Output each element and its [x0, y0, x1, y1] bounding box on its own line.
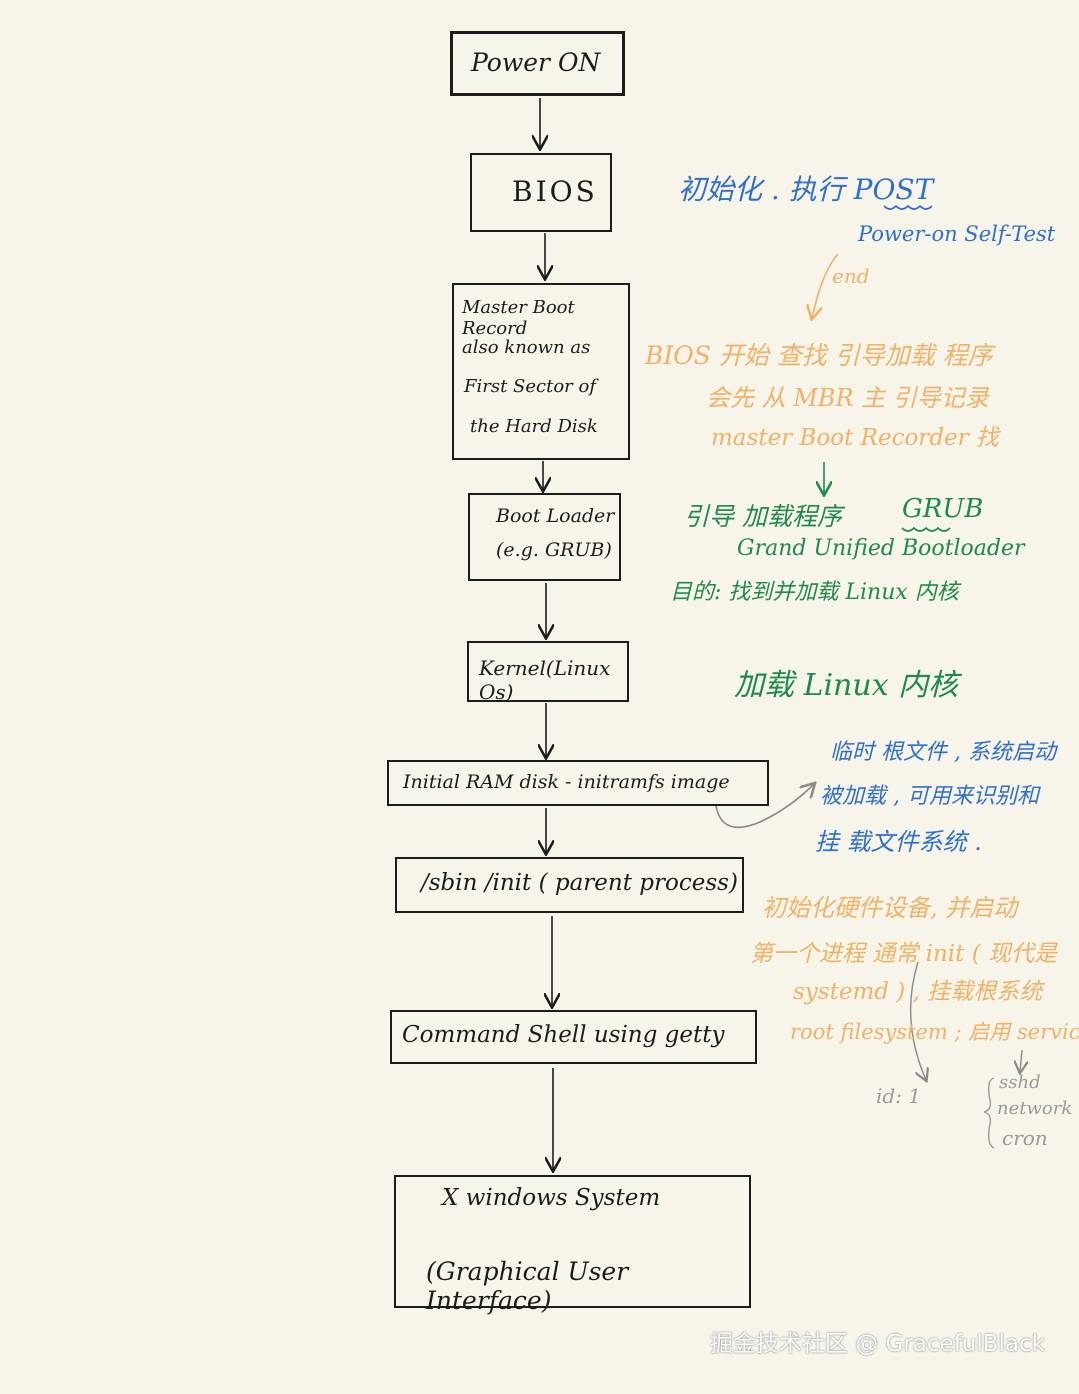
power-on-label: Power ON — [471, 48, 601, 77]
kernel-load-note: 加载 Linux 内核 — [734, 668, 959, 703]
mbr-box: Master Boot Record also known as First S… — [452, 283, 630, 460]
mbr-line-2: also known as — [462, 337, 591, 358]
initramfs-note-line-2: 被加载 , 可用来识别和 — [820, 784, 1039, 809]
initramfs-label: Initial RAM disk - initramfs image — [403, 771, 730, 793]
service-sshd: sshd — [999, 1072, 1041, 1093]
bios-search-line-1: BIOS 开始 查找 引导加载 程序 — [645, 341, 993, 370]
init-note-line-2: 第一个进程 通常 init ( 现代是 — [750, 941, 1057, 967]
grub-underline — [901, 526, 951, 532]
kernel-box: Kernel(Linux Os) — [467, 641, 629, 704]
command-shell-label: Command Shell using getty — [402, 1022, 725, 1048]
init-note-line-3: systemd ) , 挂载根系统 — [793, 979, 1043, 1005]
post-expansion-note: Power-on Self-Test — [858, 222, 1056, 246]
initramfs-box: Initial RAM disk - initramfs image — [387, 760, 769, 806]
mbr-line-3: First Sector of — [464, 376, 597, 397]
sbin-init-box: /sbin /init ( parent process) — [395, 857, 744, 913]
post-underline — [883, 204, 933, 210]
bios-search-line-2: 会先 从 MBR 主 引导记录 — [706, 384, 989, 412]
mbr-line-1: Master Boot Record — [462, 297, 575, 339]
boot-loader-line-1: Boot Loader — [496, 505, 615, 527]
grub-acronym: GRUB — [902, 494, 984, 524]
x-windows-line-1: X windows System — [442, 1185, 661, 1211]
service-cron: cron — [1002, 1126, 1048, 1150]
pid-note: id: 1 — [876, 1084, 922, 1108]
watermark: 掘金技术社区 @ GracefulBlack — [709, 1331, 1045, 1357]
end-arrow — [812, 253, 839, 318]
bios-box: BIOS — [470, 153, 612, 232]
boot-loader-line-2: (e.g. GRUB) — [496, 539, 612, 561]
kernel-label: Kernel(Linux Os) — [479, 656, 611, 704]
mbr-line-4: the Hard Disk — [470, 416, 598, 437]
grub-expansion-note: Grand Unified Bootloader — [737, 536, 1025, 561]
initramfs-note-arrow — [715, 784, 814, 829]
init-note-line-4: root filesystem ; 启用 services — [790, 1020, 1079, 1044]
service-network: network — [997, 1098, 1073, 1119]
sbin-init-label: /sbin /init ( parent process) — [421, 870, 738, 896]
services-arrow — [1020, 1049, 1022, 1072]
init-pid-arrow — [909, 961, 926, 1080]
x-windows-box: X windows System (Graphical User Interfa… — [394, 1175, 751, 1315]
bios-init-note: 初始化 . 执行 POST — [678, 173, 934, 206]
boot-loader-box: Boot Loader (e.g. GRUB) — [468, 493, 621, 581]
command-shell-box: Command Shell using getty — [390, 1010, 757, 1064]
initramfs-note-line-3: 挂 载文件系统 . — [815, 828, 982, 856]
x-windows-line-2: (Graphical User Interface) — [426, 1257, 629, 1315]
bios-label: BIOS — [512, 175, 598, 208]
services-brace — [983, 1077, 995, 1149]
power-on-box: Power ON — [450, 31, 625, 96]
grub-title-note: 引导 加载程序 — [684, 502, 842, 531]
init-note-line-1: 初始化硬件设备, 并启动 — [762, 894, 1018, 922]
grub-purpose-note: 目的: 找到并加载 Linux 内核 — [670, 580, 959, 605]
initramfs-note-line-1: 临时 根文件 , 系统启动 — [830, 740, 1056, 765]
bios-search-line-3: master Boot Recorder 找 — [711, 425, 999, 451]
end-note: end — [832, 264, 870, 288]
